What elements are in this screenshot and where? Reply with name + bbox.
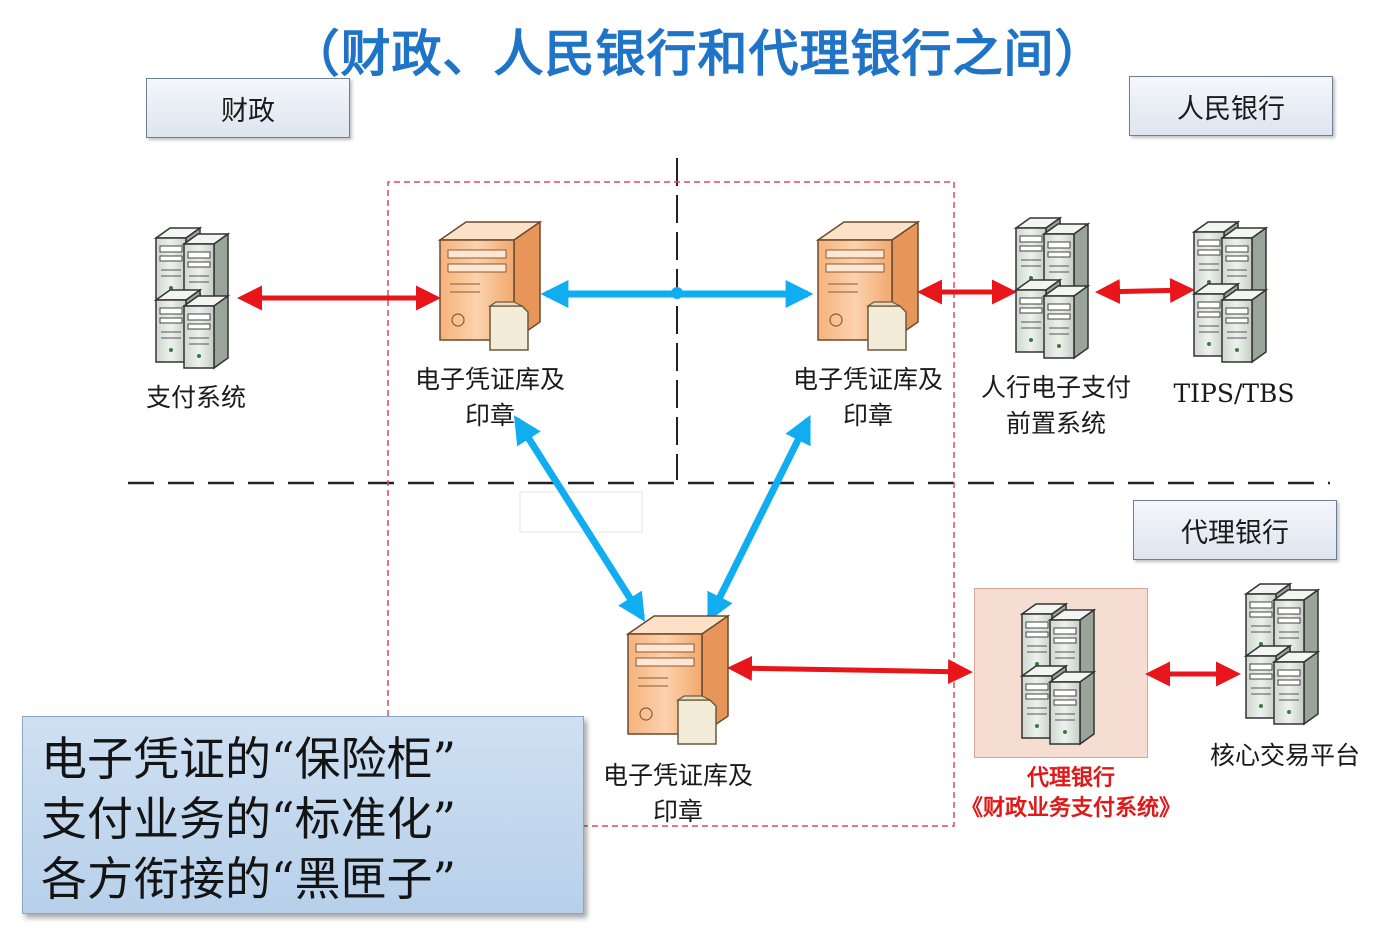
vault-1-label-line1: 电子凭证库及 [414,365,565,394]
payment-system-label: 支付系统 [145,383,246,412]
agent-bank-system-caption: 代理银行 《财政业务支付系统》 [940,764,1202,824]
diagram-title: （财政、人民银行和代理银行之间） [289,25,1106,83]
core-platform-server-icon [1246,584,1318,724]
callout-line-3: 各方衔接的“黑匣子” [41,852,457,906]
agent-bank-caption-line2: 《财政业务支付系统》 [960,796,1181,821]
pboc-front-label-line1: 人行电子支付 [980,373,1131,402]
payment-system-server-icon [156,228,228,368]
zone-tag-finance: 财政 [146,78,350,138]
pboc-front-server-icon [1016,218,1088,358]
vault-2-label-line2: 印章 [842,401,893,430]
vault-3-label-line2: 印章 [652,797,703,826]
arrow-front-to-tips [1095,277,1195,305]
vault-1-label-line2: 印章 [464,401,515,430]
agent-bank-caption-line1: 代理银行 [1026,766,1115,791]
callout-line-2: 支付业务的“标准化” [41,792,457,846]
arrow-junction-dot [671,287,683,299]
vault-server-icon-2 [817,221,919,351]
vault-server-icon-1 [439,221,541,351]
vault-2-label: 电子凭证库及 印章 [758,362,978,434]
tips-server-icon [1194,222,1266,362]
vault-zone-border [387,181,955,827]
zone-tag-agent-bank: 代理银行 [1133,500,1337,560]
vault-3-label: 电子凭证库及 印章 [568,758,788,830]
vault-server-icon-3 [627,615,729,745]
vault-1-label: 电子凭证库及 印章 [380,362,600,434]
arrow-vault3-to-agent [727,655,973,685]
tips-label: TIPS/TBS [1173,379,1295,408]
summary-callout: 电子凭证的“保险柜” 支付业务的“标准化” 各方衔接的“黑匣子” [22,716,584,914]
core-platform-label: 核心交易平台 [1209,741,1360,770]
vault-3-label-line1: 电子凭证库及 [602,761,753,790]
arrow-vault2-to-vault3 [706,414,812,623]
callout-line-1: 电子凭证的“保险柜” [41,732,457,786]
vault-2-label-line1: 电子凭证库及 [792,365,943,394]
pboc-front-label: 人行电子支付 前置系统 [956,370,1156,442]
zone-tag-pboc: 人民银行 [1129,76,1333,136]
arrow-vault1-to-vault3 [513,415,646,622]
agent-bank-server-icon [1022,604,1094,744]
pboc-front-label-line2: 前置系统 [1005,409,1106,438]
